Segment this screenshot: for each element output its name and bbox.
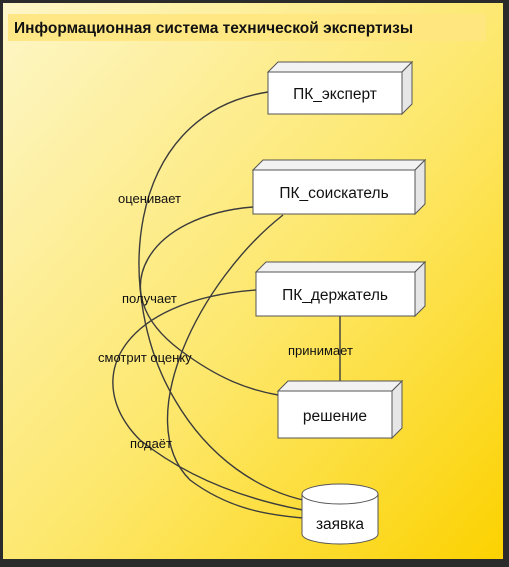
node-holder[interactable]: ПК_держатель bbox=[254, 260, 427, 318]
edge-label-submits: подаёт bbox=[130, 436, 172, 451]
node-decision-front bbox=[277, 390, 393, 439]
node-application-top bbox=[301, 483, 379, 505]
edge-label-views-score: смотрит оценку bbox=[98, 350, 192, 365]
edge-submits bbox=[166, 214, 304, 519]
node-expert-front bbox=[267, 71, 403, 115]
node-applicant-label: ПК_соискатель bbox=[279, 185, 388, 202]
node-holder-front bbox=[255, 271, 416, 317]
edge-views-score bbox=[112, 289, 304, 511]
node-expert[interactable]: ПК_эксперт bbox=[266, 60, 414, 116]
node-application[interactable]: заявка bbox=[301, 483, 379, 545]
edge-label-evaluates: оценивает bbox=[118, 191, 181, 206]
diagram-title: Информационная система технической экспе… bbox=[14, 20, 413, 37]
edge-label-accepts: принимает bbox=[288, 343, 353, 358]
node-holder-top bbox=[254, 261, 427, 273]
node-expert-side bbox=[401, 60, 413, 116]
node-expert-label: ПК_эксперт bbox=[293, 86, 377, 103]
edge-label-receives: получает bbox=[122, 291, 177, 306]
edge-receives bbox=[139, 206, 279, 396]
node-applicant-top bbox=[251, 159, 427, 171]
node-holder-label: ПК_держатель bbox=[282, 287, 388, 304]
node-applicant-front bbox=[252, 169, 416, 215]
node-decision[interactable]: решение bbox=[276, 379, 404, 440]
node-applicant[interactable]: ПК_соискатель bbox=[251, 158, 427, 216]
node-decision-label: решение bbox=[303, 408, 367, 425]
node-holder-side bbox=[414, 260, 426, 318]
title-band bbox=[8, 14, 486, 41]
node-decision-top bbox=[276, 380, 404, 392]
node-decision-side bbox=[391, 379, 403, 440]
node-application-body bbox=[301, 494, 379, 545]
node-expert-top bbox=[266, 61, 414, 73]
node-application-label: заявка bbox=[316, 516, 364, 533]
edge-evaluates bbox=[138, 91, 304, 501]
diagram-background bbox=[3, 3, 503, 559]
node-applicant-side bbox=[414, 158, 426, 216]
